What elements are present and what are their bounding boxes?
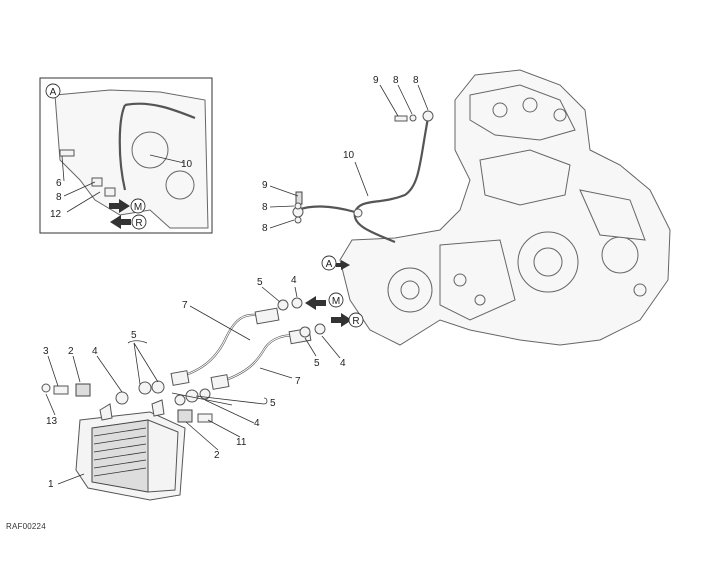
oil-cooler <box>75 399 186 501</box>
arrow-m-left <box>305 296 326 310</box>
label-part-2: 2 <box>214 450 220 461</box>
reference-code: RAF00224 <box>6 522 46 531</box>
label-part-8: 8 <box>56 192 62 203</box>
callout-main-a: A <box>326 259 333 270</box>
label-part-5: 5 <box>270 398 276 409</box>
callout-detail-a: A <box>50 87 57 98</box>
callout-inset-r: R <box>135 218 142 229</box>
label-part-2: 2 <box>68 346 74 357</box>
label-part-7: 7 <box>295 376 301 387</box>
label-part-4: 4 <box>340 358 346 369</box>
label-part-7: 7 <box>182 300 188 311</box>
label-part-13: 13 <box>46 416 58 427</box>
label-part-5: 5 <box>257 277 263 288</box>
detail-inset-a <box>39 77 213 234</box>
label-part-10: 10 <box>181 159 193 170</box>
arrow-r-right <box>331 313 352 327</box>
label-part-10: 10 <box>343 150 355 161</box>
label-part-9: 9 <box>373 75 379 86</box>
upper-oil-line <box>292 110 434 244</box>
label-part-4: 4 <box>291 275 297 286</box>
callout-r: R <box>352 316 359 327</box>
engine-assembly <box>339 69 671 346</box>
label-part-8: 8 <box>413 75 419 86</box>
label-part-8: 8 <box>393 75 399 86</box>
label-part-8: 8 <box>262 223 268 234</box>
fittings <box>41 297 326 423</box>
label-part-11: 11 <box>236 437 247 448</box>
arrow-a-main <box>336 260 350 270</box>
part-labels: 9 8 8 10 9 8 8 5 4 7 5 7 5 4 3 2 4 13 1 … <box>43 75 419 490</box>
label-part-1: 1 <box>48 479 54 490</box>
label-part-5: 5 <box>314 358 320 369</box>
label-part-4: 4 <box>254 418 260 429</box>
flow-arrows <box>109 199 352 327</box>
label-part-9: 9 <box>262 180 268 191</box>
callout-m: M <box>332 296 340 307</box>
inset-arrow-r <box>110 215 131 229</box>
label-part-4: 4 <box>92 346 98 357</box>
label-part-3: 3 <box>43 346 49 357</box>
label-part-5: 5 <box>131 330 137 341</box>
leader-lines <box>45 84 429 485</box>
label-part-12: 12 <box>50 209 62 220</box>
label-part-8: 8 <box>262 202 268 213</box>
callouts: A A M R M R <box>45 83 364 328</box>
inset-arrow-m <box>109 199 130 213</box>
label-part-6: 6 <box>56 178 62 189</box>
callout-inset-m: M <box>134 202 142 213</box>
cooler-hoses <box>170 307 312 390</box>
